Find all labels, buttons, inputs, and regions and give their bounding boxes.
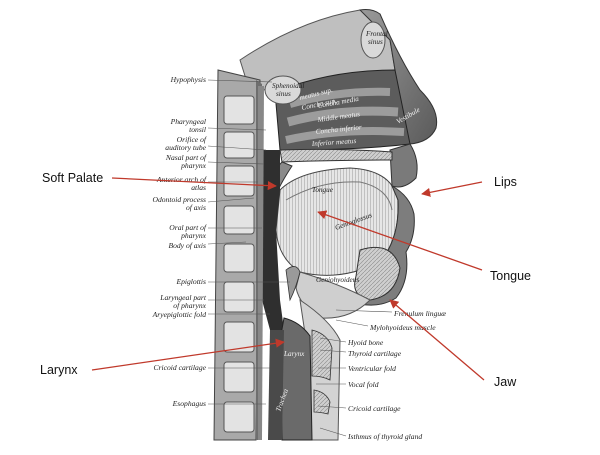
label-pharyngeal-tonsil-line1: Pharyngeal [170, 117, 206, 126]
arrow-jaw [389, 299, 485, 381]
left-labels: Hypophysis Pharyngeal tonsil Orifice of … [152, 75, 207, 408]
label-frenulum-linguae: Frenulum linguæ [393, 309, 446, 318]
label-laryngeal-part-line2: of pharynx [173, 301, 206, 310]
arrow-tongue [317, 210, 483, 271]
callout-arrows [91, 177, 485, 381]
label-pharyngeal-tonsil-line2: tonsil [189, 125, 206, 134]
arrow-lips [421, 181, 483, 197]
label-orifice-line2: auditory tube [165, 143, 206, 152]
label-oral-part-line2: pharynx [180, 231, 207, 240]
label-nasal-part-line1: Nasal part of [165, 153, 207, 162]
label-odontoid-line2: of axis [186, 203, 206, 212]
label-odontoid-line1: Odontoid process [152, 195, 206, 204]
label-tongue-inner: Tongue [312, 186, 334, 194]
label-anterior-arch-line1: Anterior arch of [156, 175, 207, 184]
label-vocal-fold: Vocal fold [348, 380, 379, 389]
leader-lines-left [207, 79, 290, 405]
label-aryepiglottic-fold: Aryepiglottic fold [152, 310, 207, 319]
label-mylohyoideus-muscle: Mylohyoideus muscle [369, 323, 436, 332]
arrow-soft-palate [111, 177, 277, 191]
label-laryngeal-part-line1: Laryngeal part [159, 293, 207, 302]
label-hypophysis: Hypophysis [170, 75, 206, 84]
label-sphenoidal-sinus-line1: Sphenoidal [272, 82, 304, 90]
label-ventricular-fold: Ventricular fold [348, 364, 396, 373]
label-larynx-inner: Larynx [283, 350, 305, 358]
label-body-of-axis: Body of axis [168, 241, 206, 250]
callout-soft-palate: Soft Palate [42, 171, 103, 185]
label-isthmus-of-thyroid-gland: Isthmus of thyroid gland [347, 432, 422, 441]
right-labels: Frenulum linguæ Mylohyoideus muscle Hyoi… [347, 309, 446, 441]
callout-labels: Soft Palate Lips Tongue Larynx Jaw [40, 171, 531, 389]
label-hyoid-bone: Hyoid bone [347, 338, 384, 347]
leader-lines-right [316, 309, 393, 437]
label-thyroid-cartilage: Thyroid cartilage [348, 349, 402, 358]
callout-lips: Lips [494, 175, 517, 189]
label-frontal-sinus-line1: Frontal [365, 30, 388, 38]
label-oral-part-line1: Oral part of [169, 223, 207, 232]
label-epiglottis: Epiglottis [175, 277, 206, 286]
label-inferior-meatus: Inferior meatus [311, 137, 357, 148]
label-nasal-part-line2: pharynx [180, 161, 207, 170]
callout-tongue: Tongue [490, 269, 531, 283]
label-esophagus: Esophagus [172, 399, 206, 408]
head-outline [213, 9, 438, 441]
label-sphenoidal-sinus-line2: sinus [276, 90, 291, 98]
arrow-larynx [91, 338, 285, 371]
label-orifice-line1: Orifice of [177, 135, 207, 144]
callout-larynx: Larynx [40, 363, 78, 377]
label-cricoid-cartilage-right: Cricoid cartilage [348, 404, 401, 413]
label-geniohyoideus: Geniohyoideus [316, 276, 359, 284]
label-anterior-arch-line2: atlas [191, 183, 206, 192]
label-frontal-sinus-line2: sinus [368, 38, 383, 46]
label-cricoid-cartilage-left: Cricoid cartilage [153, 363, 206, 372]
callout-jaw: Jaw [494, 375, 517, 389]
